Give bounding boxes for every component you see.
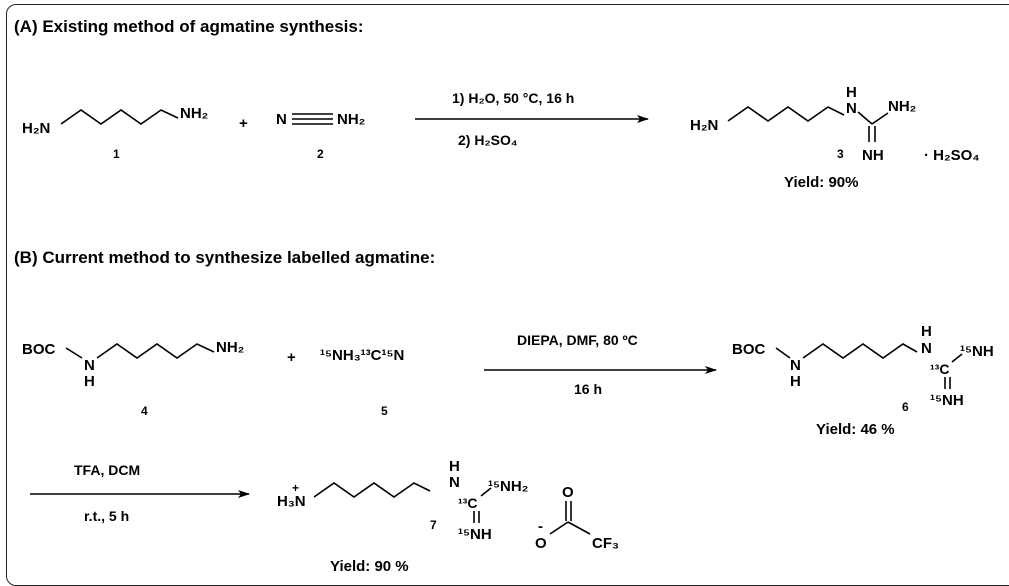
compound-4: BOC N H NH₂ 4	[22, 339, 244, 418]
cpd3-yield: Yield: 90%	[784, 174, 858, 191]
cpd4-h: H	[84, 373, 95, 390]
cpd4-boc: BOC	[22, 341, 56, 358]
plus-a: +	[239, 115, 248, 132]
cpd4-number: 4	[141, 404, 148, 418]
tfa-minus: -	[538, 518, 543, 535]
cpd3-chain	[727, 106, 845, 122]
cpd3-salt: · H₂SO₄	[924, 147, 979, 164]
cpd7-plus: +	[292, 481, 299, 495]
cpd6-gn: N	[921, 340, 932, 357]
cpd1-nh2: NH₂	[180, 105, 208, 122]
tfa-cf3: CF₃	[592, 535, 619, 552]
panel-b2-condition-bottom: r.t., 5 h	[84, 508, 129, 524]
cpd1-number: 1	[113, 147, 120, 161]
compound-1: H₂N NH₂ 1	[22, 105, 208, 161]
compound-3: H₂N H N NH₂ NH · H₂SO₄ 3	[690, 84, 979, 164]
cpd3-bond-nc	[857, 111, 873, 125]
trifluoroacetate: O O - CF₃	[535, 484, 619, 552]
plus-b: +	[287, 349, 296, 366]
cpd4-chain	[96, 343, 215, 359]
cpd5-number: 5	[381, 404, 388, 418]
cpd7-nh2: ¹⁵NH₂	[488, 478, 528, 495]
cpd4-bond-boc-n	[65, 347, 83, 359]
cpd1-chain	[60, 109, 179, 125]
cpd7-h: H	[449, 458, 460, 475]
tfa-o-minus: O	[535, 535, 547, 552]
cpd7-chain	[313, 482, 431, 498]
compound-2: N NH₂ 2	[276, 111, 365, 161]
cpd7-bond-c-nh2	[480, 487, 492, 497]
cpd6-gh: H	[921, 323, 932, 340]
tfa-o-top: O	[562, 484, 574, 501]
cpd6-bond-boc-n	[775, 347, 791, 359]
panel-a-caption: (A) Existing method of agmatine synthesi…	[14, 17, 364, 36]
compound-7: + H₃N H N ¹³C ¹⁵NH₂ ¹⁵NH 7	[277, 458, 528, 543]
cpd3-bond-c-nh2	[871, 112, 889, 125]
cpd1-h2n: H₂N	[22, 120, 50, 137]
cpd3-nh: NH	[862, 147, 884, 164]
panel-a-condition-1: 1) H₂O, 50 °C, 16 h	[452, 90, 574, 106]
cpd3-nh2: NH₂	[888, 98, 916, 115]
cpd3-h: H	[846, 84, 857, 101]
cpd7-nh: ¹⁵NH	[458, 526, 492, 543]
cpd6-h: H	[790, 373, 801, 390]
cpd2-nh2: NH₂	[337, 111, 365, 128]
cpd6-number: 6	[902, 400, 909, 414]
cpd3-n: N	[846, 100, 857, 117]
cpd2-n: N	[276, 111, 287, 128]
cpd3-number: 3	[837, 147, 844, 161]
panel-b-caption: (B) Current method to synthesize labelle…	[14, 248, 435, 267]
panel-b-condition-top: DIEPA, DMF, 80 ºC	[517, 332, 638, 348]
cpd4-nh2: NH₂	[216, 339, 244, 356]
cpd6-bond-c-nh2	[951, 353, 963, 363]
compound-6: BOC N H H N ¹³C ¹⁵NH ¹⁵NH 6	[732, 323, 994, 414]
cpd7-h3n: H₃N	[277, 493, 306, 510]
cpd5-formula: ¹⁵NH₃¹³C¹⁵N	[320, 347, 404, 364]
cpd6-n: N	[790, 357, 801, 374]
cpd6-chain	[802, 343, 918, 359]
cpd7-c13: ¹³C	[458, 495, 477, 511]
panel-b2-condition-top: TFA, DCM	[74, 462, 140, 478]
tfa-bond-c-cf3	[567, 521, 591, 535]
cpd6-nh2: ¹⁵NH	[960, 343, 994, 360]
panel-a-condition-2: 2) H₂SO₄	[458, 132, 518, 148]
cpd6-nh: ¹⁵NH	[930, 392, 964, 409]
panel-b-condition-bottom: 16 h	[574, 381, 602, 397]
tfa-bond-c-o	[549, 521, 569, 535]
cpd6-boc: BOC	[732, 341, 766, 358]
cpd7-number: 7	[430, 518, 437, 532]
cpd7-n: N	[449, 474, 460, 491]
cpd7-yield: Yield: 90 %	[330, 558, 409, 575]
cpd6-yield: Yield: 46 %	[816, 421, 895, 438]
cpd3-h2n: H₂N	[690, 117, 718, 134]
cpd4-n: N	[84, 357, 95, 374]
cpd2-number: 2	[317, 147, 324, 161]
cpd6-c13: ¹³C	[930, 361, 949, 377]
